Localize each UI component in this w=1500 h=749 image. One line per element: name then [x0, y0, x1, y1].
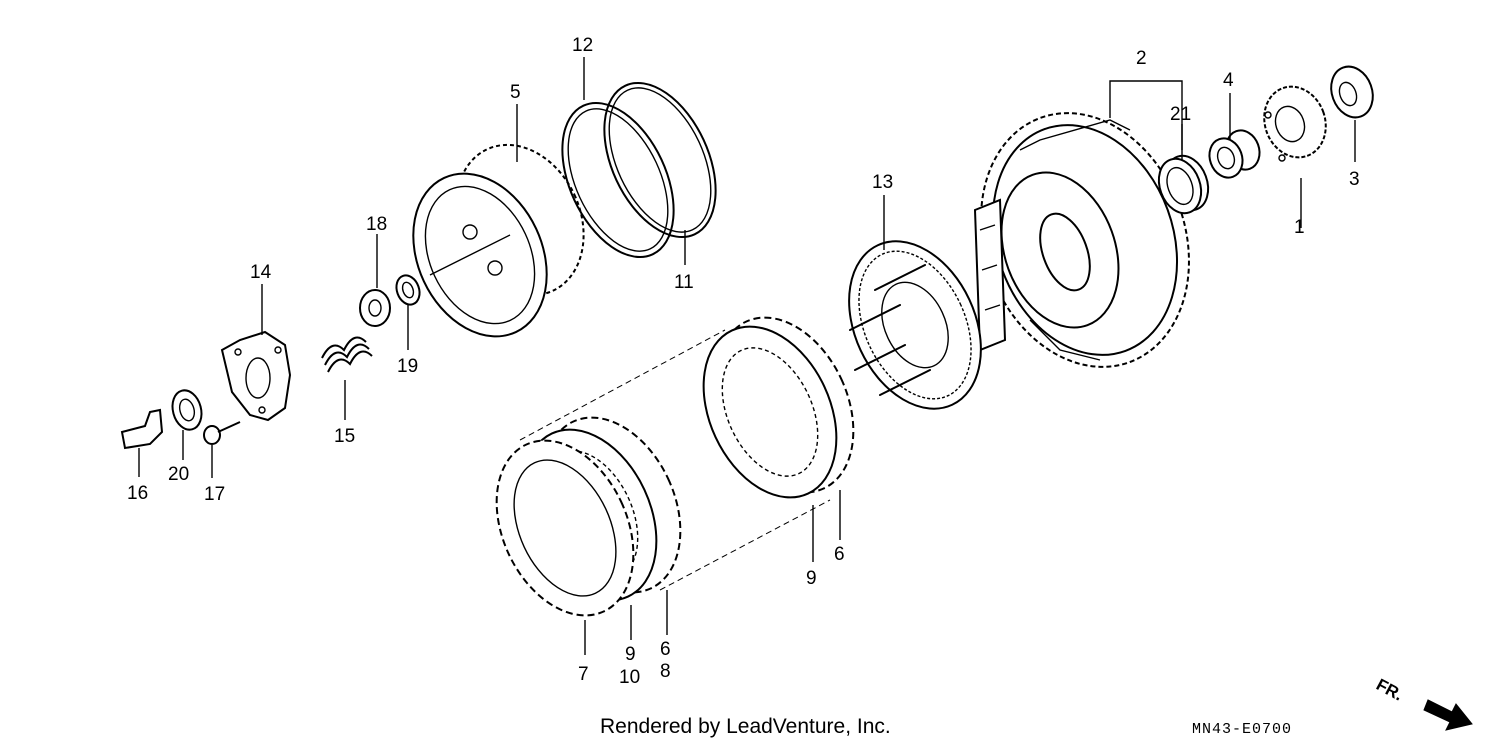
callout-9-right: 9 [806, 568, 817, 589]
callout-12: 12 [572, 35, 593, 56]
callout-6-upper: 6 [834, 544, 845, 565]
part-washer[interactable] [393, 272, 424, 308]
callout-1: 1 [1294, 217, 1305, 238]
part-lifter-piece[interactable] [120, 408, 164, 450]
part-collar[interactable] [1204, 126, 1265, 183]
callout-9-left: 9 [625, 644, 636, 665]
front-direction-arrow-icon [1423, 699, 1473, 731]
callout-14: 14 [250, 262, 272, 283]
part-thrust-washer[interactable] [1324, 61, 1379, 124]
part-ring-12[interactable] [540, 85, 696, 274]
part-needle-bearing[interactable] [1152, 150, 1216, 219]
callout-8: 8 [660, 661, 671, 682]
callout-6-lower: 6 [660, 639, 671, 660]
part-lifter-plate[interactable] [220, 330, 292, 422]
part-drive-sprocket[interactable] [1254, 78, 1335, 166]
part-clutch-outer[interactable] [947, 84, 1224, 397]
part-ball-bearing[interactable] [168, 387, 205, 433]
callout-15: 15 [334, 426, 355, 447]
assembly-lines [519, 329, 831, 591]
callout-20: 20 [168, 464, 189, 485]
callout-21: 21 [1170, 104, 1191, 125]
callout-18: 18 [366, 214, 387, 235]
callout-2: 2 [1136, 48, 1147, 69]
callout-17: 17 [204, 484, 225, 505]
part-lock-nut[interactable] [359, 289, 391, 327]
part-clutch-disc-stack-left[interactable] [470, 395, 707, 637]
part-clutch-spring[interactable] [321, 336, 373, 373]
callout-4: 4 [1223, 70, 1234, 91]
footer-credit: Rendered by LeadVenture, Inc. [600, 715, 891, 738]
callout-13: 13 [872, 172, 893, 193]
part-pressure-plate[interactable] [823, 220, 1006, 430]
callout-10: 10 [619, 667, 640, 688]
callout-3: 3 [1349, 169, 1360, 190]
callout-5: 5 [510, 82, 521, 103]
callout-7: 7 [578, 664, 589, 685]
part-bolt[interactable] [203, 421, 241, 445]
callout-11: 11 [674, 272, 694, 293]
part-ring-11[interactable] [582, 65, 738, 254]
callout-19: 19 [397, 356, 418, 377]
diagram-code: MN43-E0700 [1192, 721, 1293, 738]
callout-16: 16 [127, 483, 148, 504]
part-clutch-disc-stack-right[interactable] [678, 295, 880, 519]
part-clutch-center[interactable] [388, 124, 607, 358]
callout-labels: 1 2 3 4 5 6 6 7 8 9 9 10 11 12 13 14 15 … [127, 35, 1360, 688]
leader-lines [138, 57, 1356, 655]
